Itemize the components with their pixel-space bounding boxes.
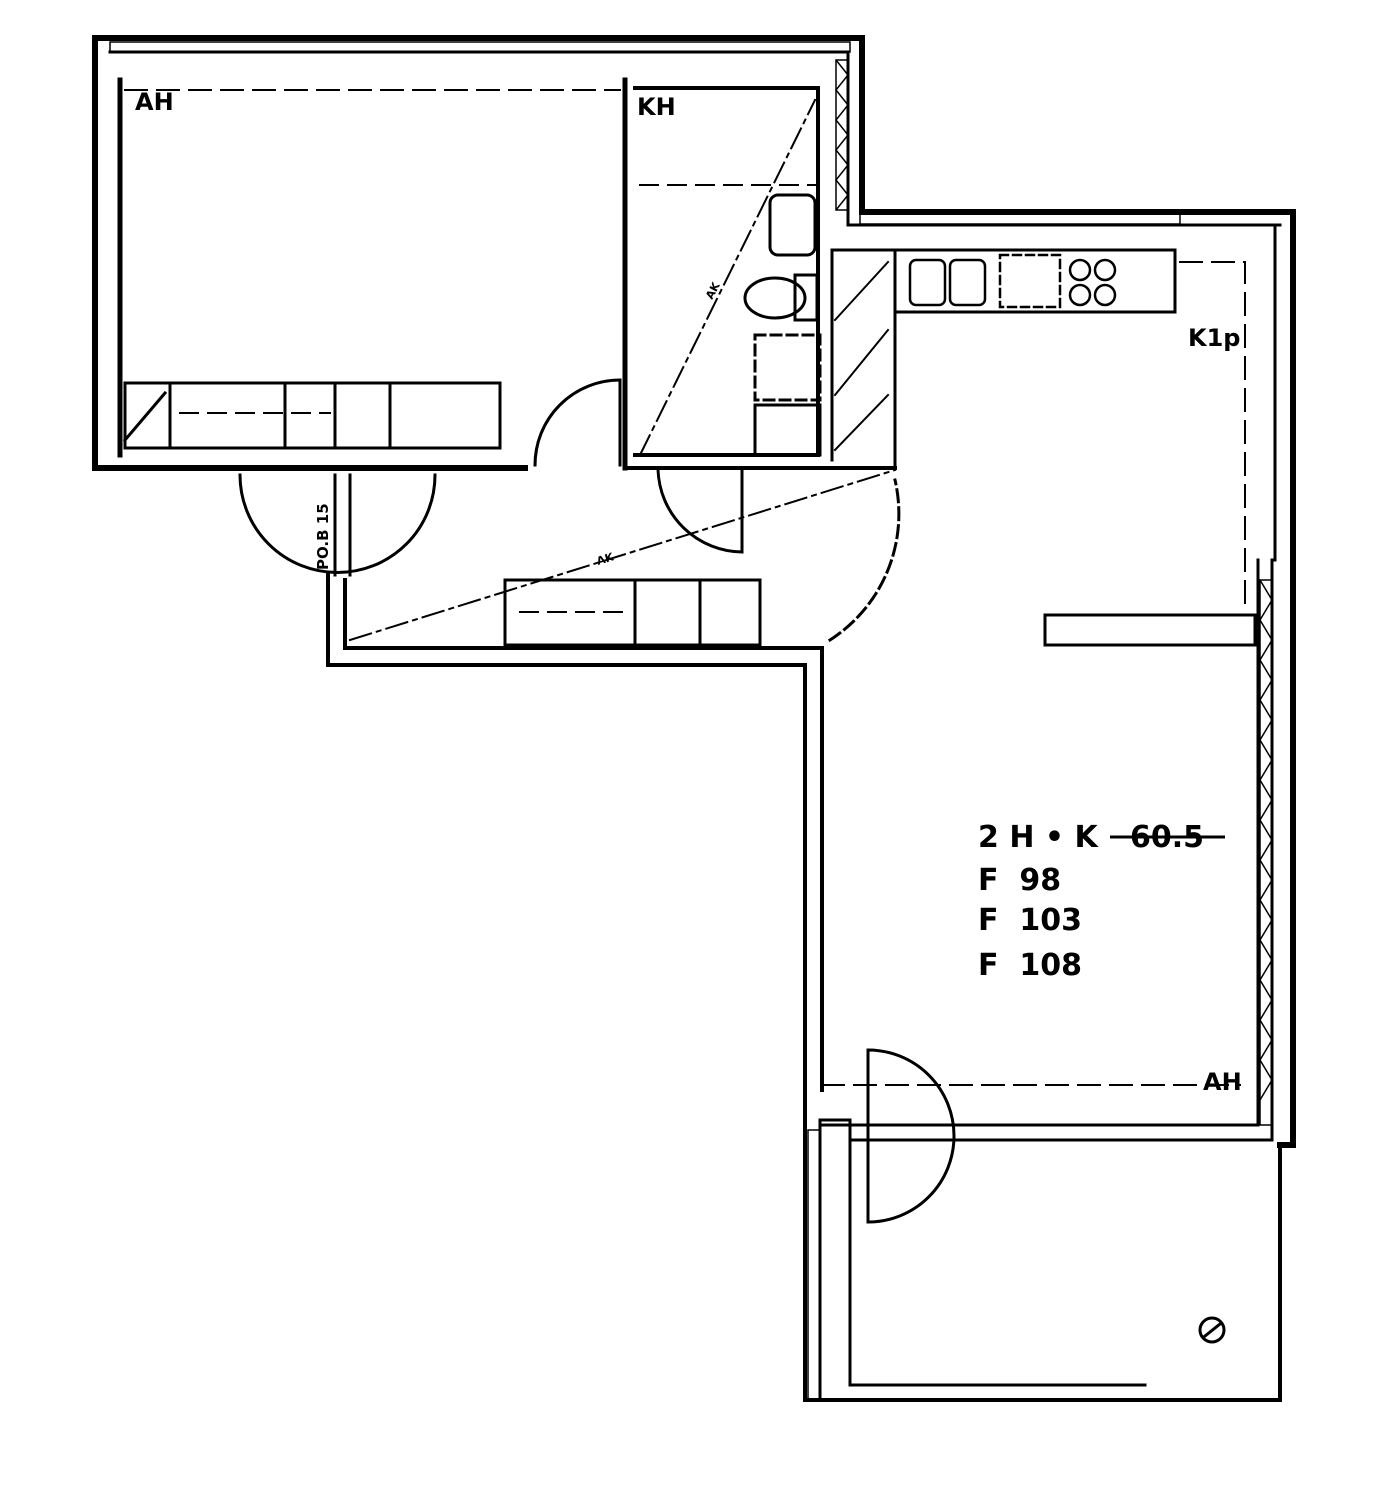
room-label-living: AH bbox=[1203, 1068, 1242, 1096]
exterior-walls bbox=[92, 35, 1296, 1402]
summary-line-2: F 103 bbox=[978, 903, 1082, 938]
wall-hatching bbox=[109, 41, 1273, 1401]
room-label-bathroom: KH bbox=[637, 93, 676, 121]
room-label-kitchen: K1p bbox=[1188, 324, 1240, 352]
kitchen-counter bbox=[833, 253, 1246, 606]
summary-line-3: F 108 bbox=[978, 948, 1082, 983]
closet-mark-2: AK bbox=[595, 550, 616, 568]
closet-mark-1: AK bbox=[703, 280, 723, 302]
interior-walls bbox=[622, 77, 1257, 647]
apartment-type: 2 H • K bbox=[978, 820, 1099, 855]
overhead-lines bbox=[124, 89, 1241, 1086]
room-label-bedroom: AH bbox=[135, 88, 174, 116]
bathroom-fixtures bbox=[638, 98, 822, 457]
apartment-summary: 2 H • K 60.5 F 98 F 103 F 108 bbox=[978, 820, 1225, 983]
doors bbox=[238, 378, 1226, 1344]
wardrobes bbox=[122, 381, 762, 647]
summary-line-1: F 98 bbox=[978, 863, 1061, 898]
door-mark: PO.B 15 bbox=[314, 503, 332, 570]
